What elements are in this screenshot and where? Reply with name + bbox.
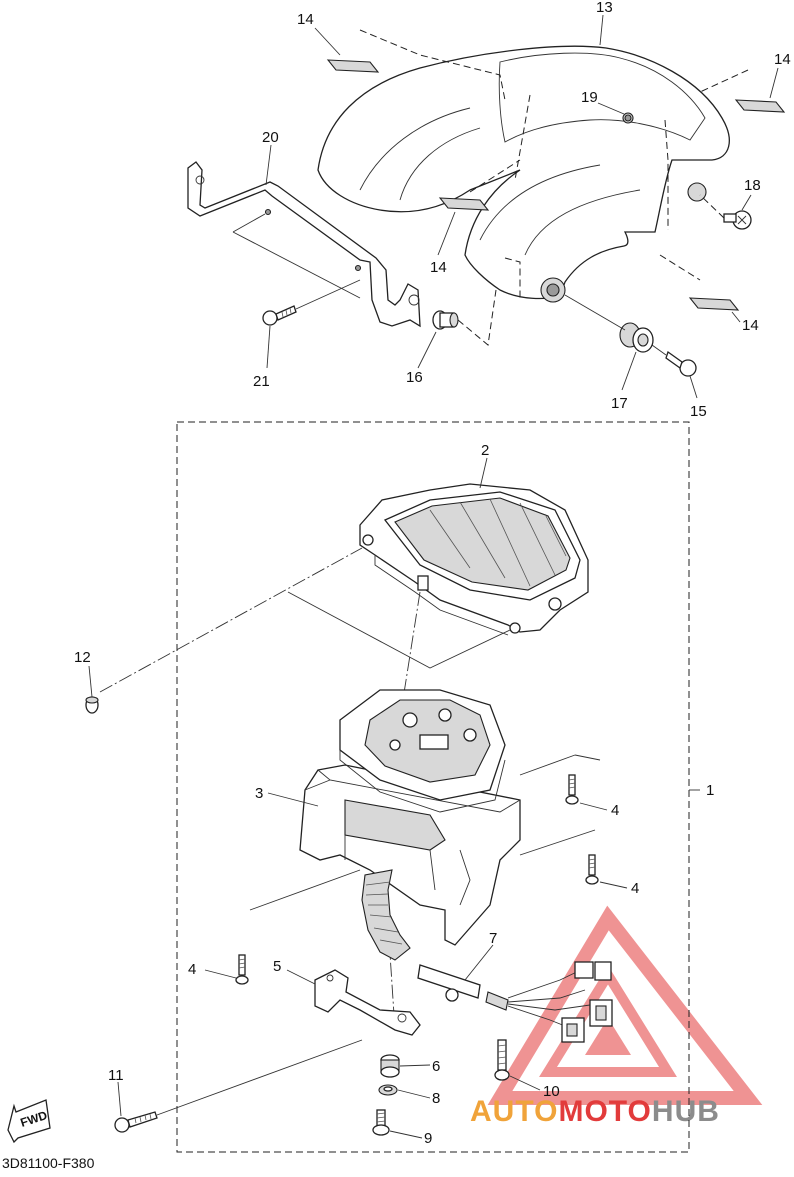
callout-9: 9 <box>424 1130 432 1147</box>
bolt-21 <box>262 279 361 326</box>
diagram-code: 3D81100-F380 <box>2 1155 95 1171</box>
pad-lower-right <box>659 254 740 311</box>
callout-4: 4 <box>188 961 196 978</box>
callout-14: 14 <box>774 51 791 68</box>
watermark-auto: AUTO <box>470 1095 558 1128</box>
callout-2: 2 <box>481 442 489 459</box>
bracket-20 <box>187 161 421 328</box>
gauge-board <box>339 689 506 813</box>
screw-9 <box>372 1109 390 1136</box>
screw-15 <box>651 344 697 377</box>
callout-5: 5 <box>273 958 281 975</box>
visor-cowl <box>317 45 730 303</box>
bolt-11 <box>114 1039 363 1133</box>
callout-6: 6 <box>432 1058 440 1075</box>
callout-19: 19 <box>581 89 598 106</box>
bracket-5 <box>314 969 421 1036</box>
screw-18 <box>699 194 752 230</box>
callout-15: 15 <box>690 403 707 420</box>
callout-16: 16 <box>406 369 423 386</box>
callout-13: 13 <box>596 0 613 16</box>
screw-4-right <box>519 829 599 885</box>
callout-4: 4 <box>611 802 619 819</box>
callout-3: 3 <box>255 785 263 802</box>
callout-8: 8 <box>432 1090 440 1107</box>
washer-8 <box>378 1084 398 1096</box>
watermark-moto: MOTO <box>558 1095 651 1128</box>
grommet-6 <box>380 1054 400 1078</box>
callout-10: 10 <box>543 1083 560 1100</box>
meter-lens <box>359 483 589 636</box>
screw-10 <box>494 1039 510 1081</box>
collar-16 <box>432 289 497 346</box>
callout-14: 14 <box>742 317 759 334</box>
pad-middle <box>438 159 521 211</box>
watermark-hub: HUB <box>652 1095 720 1128</box>
wire-harness <box>361 869 411 961</box>
callout-4: 4 <box>631 880 639 897</box>
screw-4-upper <box>519 754 601 805</box>
screw-4-left <box>235 869 361 985</box>
callout-17: 17 <box>611 395 628 412</box>
clip-19 <box>624 114 632 122</box>
grommet-12 <box>85 547 511 714</box>
sub-harness-7 <box>417 961 613 1043</box>
callout-18: 18 <box>744 177 761 194</box>
callout-1: 1 <box>706 782 714 799</box>
callout-14: 14 <box>297 11 314 28</box>
callout-14: 14 <box>430 259 447 276</box>
meter-case <box>299 764 521 946</box>
callout-12: 12 <box>74 649 91 666</box>
callout-21: 21 <box>253 373 270 390</box>
pad-top-right <box>699 69 786 113</box>
watermark-text: AUTOMOTOHUB <box>470 1095 720 1128</box>
assembly-boundary <box>176 421 690 1153</box>
callout-20: 20 <box>262 129 279 146</box>
leader-lines <box>88 14 779 1139</box>
callout-11: 11 <box>108 1067 124 1084</box>
callout-7: 7 <box>489 930 497 947</box>
grommet-17 <box>564 294 654 353</box>
callout-labels: 14 13 14 19 18 20 14 14 21 16 17 15 2 12… <box>74 0 791 1147</box>
fwd-arrow-icon <box>7 1099 51 1144</box>
pad-top-left <box>326 29 506 101</box>
